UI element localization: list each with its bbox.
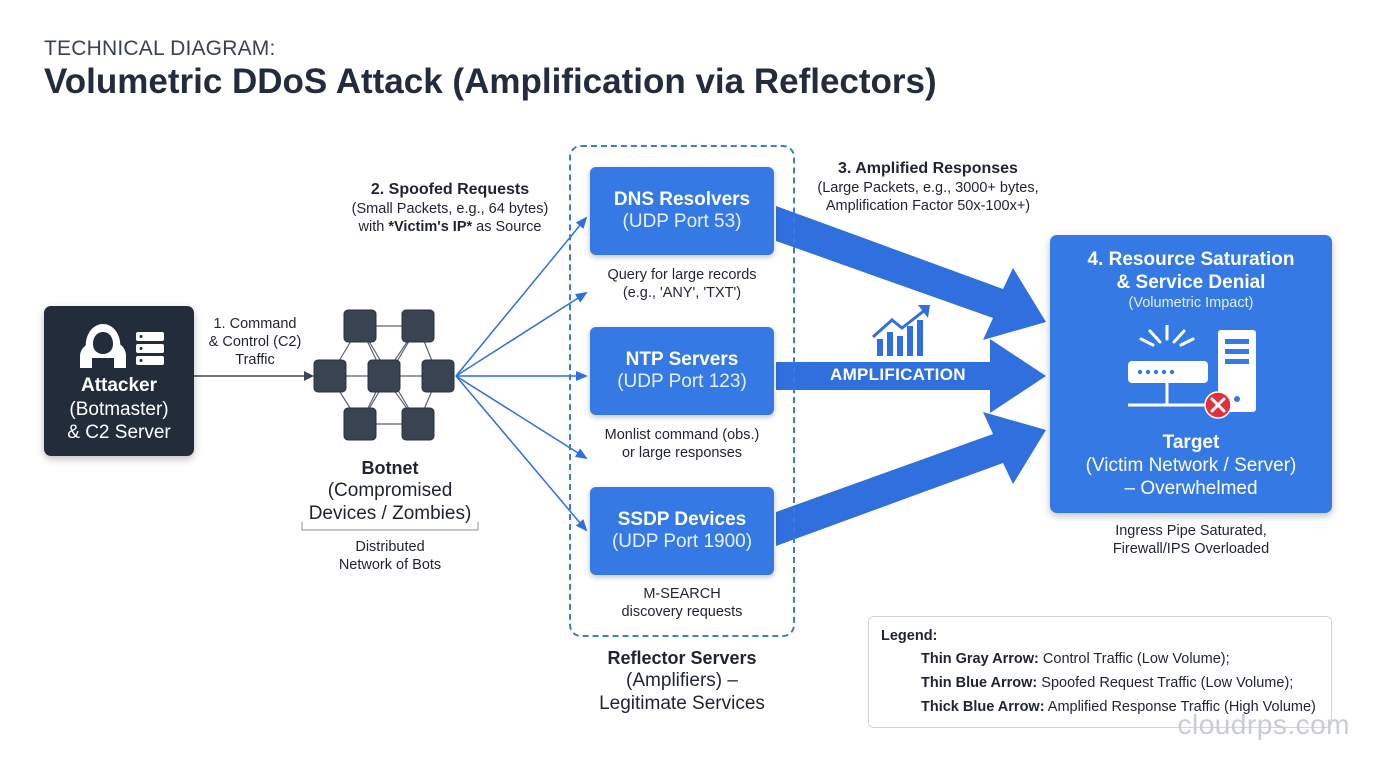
legend-row-blue-bold: Thin Blue Arrow: [921, 675, 1038, 691]
legend-row-gray-text: Control Traffic (Low Volume); [1038, 651, 1230, 667]
botnet-line3: Devices / Zombies) [308, 503, 472, 524]
dns-note: Query for large records (e.g., 'ANY', 'T… [572, 266, 792, 302]
legend-title: Legend: [881, 628, 938, 644]
botnet-note1: Distributed [355, 539, 425, 555]
legend-row-thick-bold: Thick Blue Arrow: [921, 699, 1045, 715]
dns-resolvers-node: DNS Resolvers (UDP Port 53) [590, 167, 774, 255]
step2-line3-post: as Source [472, 219, 542, 235]
ntp-port: (UDP Port 123) [617, 371, 747, 392]
botnet-line2: (Compromised [327, 480, 453, 501]
botnet-name: Botnet [361, 458, 419, 478]
dns-port: (UDP Port 53) [622, 211, 742, 232]
attacker-name: Attacker [80, 375, 158, 396]
legend-row-gray: Thin Gray Arrow: Control Traffic (Low Vo… [921, 651, 1230, 667]
legend-row-blue-text: Spoofed Request Traffic (Low Volume); [1037, 675, 1294, 691]
server-rack-icon [136, 332, 164, 365]
ssdp-note2: discovery requests [621, 604, 743, 620]
ssdp-note: M-SEARCH discovery requests [572, 585, 792, 621]
step2-line3-pre: with [358, 219, 389, 235]
step2-title: 2. Spoofed Requests [370, 181, 530, 198]
ntp-note: Monlist command (obs.) or large response… [572, 426, 792, 462]
amplified-arrow-ssdp [776, 412, 1046, 546]
server-tower-icon [1218, 330, 1256, 412]
target-heading3: (Volumetric Impact) [1128, 295, 1254, 311]
botnet-network-icon [313, 309, 455, 441]
step3-title: 3. Amplified Responses [838, 160, 1018, 177]
reflector-group-frame [569, 145, 795, 637]
legend-row-thick-text: Amplified Response Traffic (High Volume) [1044, 699, 1316, 715]
attacker-line3: & C2 Server [67, 422, 171, 443]
botnet-note2: Network of Bots [338, 557, 442, 573]
step2-line3: with *Victim's IP* as Source [320, 218, 580, 236]
ssdp-devices-node: SSDP Devices (UDP Port 1900) [590, 487, 774, 575]
amplification-label: AMPLIFICATION [830, 365, 966, 384]
spoofed-request-arrows [455, 216, 588, 532]
attacker-icons [80, 324, 164, 368]
step2-line2: (Small Packets, e.g., 64 bytes) [351, 201, 549, 217]
target-heading2: & Service Denial [1116, 272, 1266, 293]
amplified-arrow-dns [776, 206, 1046, 340]
step3-label: 3. Amplified Responses (Large Packets, e… [798, 159, 1058, 215]
diagram-eyebrow: TECHNICAL DIAGRAM: [44, 37, 276, 60]
target-note1: Ingress Pipe Saturated, [1115, 523, 1267, 539]
legend-row-blue: Thin Blue Arrow: Spoofed Request Traffic… [921, 675, 1293, 691]
reflector-group-line2: (Amplifiers) – [626, 670, 738, 691]
step1-line2: & Control (C2) [208, 334, 302, 350]
ssdp-port: (UDP Port 1900) [611, 531, 753, 552]
target-heading1: 4. Resource Saturation [1087, 249, 1295, 270]
step2-label: 2. Spoofed Requests (Small Packets, e.g.… [320, 180, 580, 236]
target-note: Ingress Pipe Saturated, Firewall/IPS Ove… [1050, 522, 1332, 558]
target-line3: – Overwhelmed [1124, 478, 1258, 499]
botnet-bracket [301, 522, 479, 531]
error-x-icon [1204, 391, 1232, 419]
dns-note1: Query for large records [607, 267, 757, 283]
dns-note2: (e.g., 'ANY', 'TXT') [622, 285, 742, 301]
amplified-response-arrows [776, 206, 1046, 546]
botnet-note: Distributed Network of Bots [300, 538, 480, 574]
legend-row-gray-bold: Thin Gray Arrow: [921, 651, 1039, 667]
ssdp-note1: M-SEARCH [643, 586, 721, 602]
hacker-icon [80, 324, 126, 368]
target-node: 4. Resource Saturation & Service Denial … [1050, 235, 1332, 513]
step3-line3: Amplification Factor 50x-100x+) [825, 198, 1031, 214]
target-name: Target [1162, 432, 1220, 453]
step1-line1: 1. Command [213, 316, 297, 332]
legend-row-thick: Thick Blue Arrow: Amplified Response Tra… [921, 699, 1316, 715]
ssdp-name: SSDP Devices [617, 509, 747, 530]
watermark: cloudrps.com [1177, 709, 1350, 740]
bar-chart-up-icon [871, 305, 930, 356]
dns-name: DNS Resolvers [613, 189, 751, 210]
step2-victim-ip: *Victim's IP* [388, 219, 473, 235]
step1-label: 1. Command & Control (C2) Traffic [196, 315, 314, 369]
legend: Legend: Thin Gray Arrow: Control Traffic… [868, 616, 1332, 728]
amplified-arrow-ntp [776, 339, 1046, 413]
attacker-line2: (Botmaster) [69, 399, 169, 420]
diagram-title: Volumetric DDoS Attack (Amplification vi… [44, 62, 937, 101]
router-icon [1128, 325, 1208, 407]
target-note2: Firewall/IPS Overloaded [1112, 541, 1270, 557]
attacker-node: Attacker (Botmaster) & C2 Server [44, 306, 194, 456]
step3-line2: (Large Packets, e.g., 3000+ bytes, [817, 180, 1039, 196]
reflector-group-title: Reflector Servers [607, 648, 757, 668]
ntp-servers-node: NTP Servers (UDP Port 123) [590, 327, 774, 415]
ntp-note2: or large responses [621, 445, 743, 461]
botnet-label: Botnet (Compromised Devices / Zombies) [282, 458, 498, 525]
ntp-name: NTP Servers [625, 349, 739, 370]
target-line2: (Victim Network / Server) [1085, 455, 1297, 476]
reflector-group-caption: Reflector Servers (Amplifiers) – Legitim… [552, 647, 812, 715]
reflector-group-line3: Legitimate Services [599, 693, 765, 714]
ntp-note1: Monlist command (obs.) [604, 427, 760, 443]
target-icons [1128, 325, 1256, 419]
step1-line3: Traffic [235, 352, 275, 368]
